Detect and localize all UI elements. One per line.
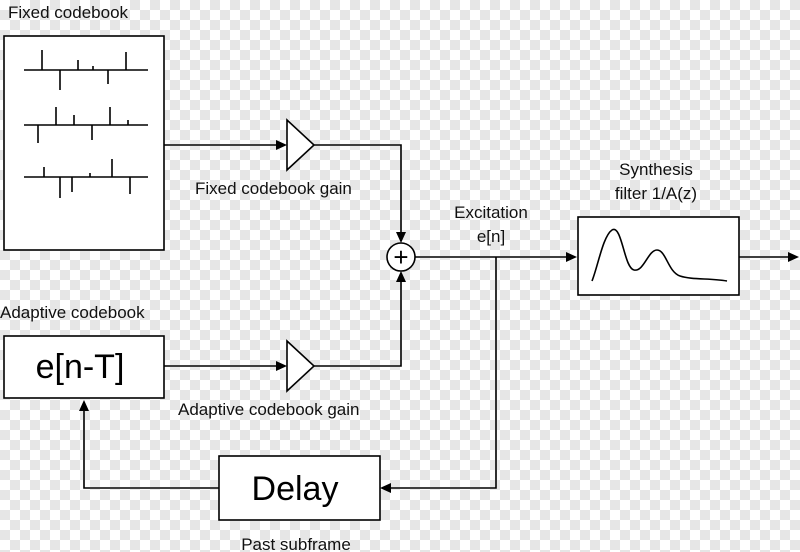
synthesis-filter-box: [577, 216, 740, 296]
delay-label: Delay: [252, 470, 339, 508]
adaptive-codebook-value: e[n-T]: [36, 348, 125, 386]
synthesis-filter-subtitle: filter 1/A(z): [615, 184, 697, 203]
pulse-train-1: [24, 50, 148, 90]
adaptive-codebook-gain-amplifier: [286, 339, 316, 393]
fixed-gain-to-summer-arrow: [314, 144, 406, 243]
adaptive-gain-to-summer-arrow: [314, 271, 406, 367]
pulse-train-2: [24, 107, 148, 143]
pulse-train-3: [24, 159, 148, 198]
adaptive-to-gain-arrow: [164, 361, 287, 371]
fixed-to-gain-arrow: [164, 140, 287, 150]
summer-plus-sign: +: [393, 242, 408, 272]
excitation-to-delay-arrow: [380, 257, 497, 493]
excitation-to-filter-arrow: [415, 252, 577, 262]
adaptive-codebook-gain-label: Adaptive codebook gain: [178, 400, 359, 419]
fixed-codebook-gain-label: Fixed codebook gain: [195, 179, 352, 198]
past-subframe-label: Past subframe: [241, 535, 351, 552]
adaptive-codebook-title: Adaptive codebook: [0, 303, 145, 322]
fixed-codebook-title: Fixed codebook: [8, 3, 129, 22]
delay-box: [218, 455, 381, 521]
synthesis-filter-title: Synthesis: [619, 160, 693, 179]
fixed-codebook-gain-amplifier: [286, 118, 316, 172]
fixed-codebook-box: [3, 35, 165, 251]
filter-frequency-response-curve: [591, 228, 728, 282]
excitation-signal-label: e[n]: [477, 227, 505, 246]
delay-to-adaptive-codebook-arrow: [79, 400, 219, 489]
adaptive-codebook-box: [3, 335, 165, 399]
filter-output-arrow: [739, 252, 799, 262]
excitation-label: Excitation: [454, 203, 528, 222]
